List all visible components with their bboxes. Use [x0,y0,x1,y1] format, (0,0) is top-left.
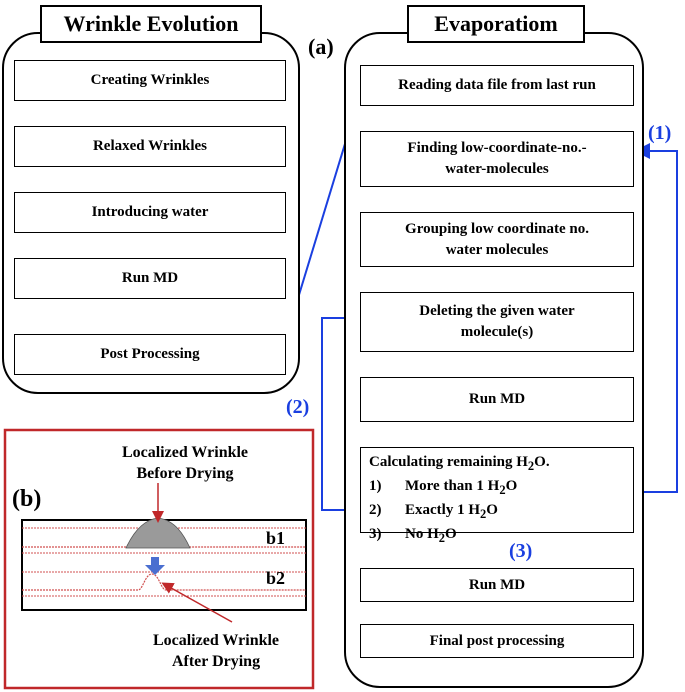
step-introducing-water: Introducing water [14,192,286,233]
step-finding-line2: water-molecules [445,161,549,177]
calc-option-2: 2)Exactly 1 H2O [369,502,498,521]
step-creating-wrinkles: Creating Wrinkles [14,60,286,101]
caption-before-drying: Localized Wrinkle Before Drying [121,444,249,482]
caption-after-drying: Localized Wrinkle After Drying [152,632,280,670]
loop-1-arrow [633,143,678,493]
step-finding-low-coordinate: Finding low-coordinate-no.- water-molecu… [360,131,634,187]
step-run-md: Run MD [14,258,286,299]
step-grouping: Grouping low coordinate no. water molecu… [360,212,634,267]
wrinkle-evolution-title: Wrinkle Evolution [40,5,262,43]
loop-label-2: (2) [286,396,310,418]
calc-title: Calculating remaining H2O. [369,454,550,473]
step-post-processing: Post Processing [14,334,286,375]
step-grouping-line2: water molecules [445,241,549,258]
label-b2: b2 [266,568,286,588]
label-a: (a) [308,34,334,59]
step-run-md-final: Run MD [360,568,634,602]
calc-option-3: 3)No H2O [369,526,457,545]
step-finding-line1: Finding low-coordinate-no.- [407,140,587,156]
evaporation-title: Evaporatiom [407,5,585,43]
panel-b-drawing [3,428,315,690]
loop-2-arrow [321,310,364,511]
label-b1: b1 [266,528,286,548]
step-relaxed-wrinkles: Relaxed Wrinkles [14,126,286,167]
step-final-post-processing: Final post processing [360,624,634,658]
label-b: (b) [12,486,42,512]
step-deleting-line1: Deleting the given water [419,303,575,319]
step-deleting-water: Deleting the given water molecule(s) [360,292,634,352]
loop-label-3: (3) [509,540,533,562]
step-run-md-evap: Run MD [360,377,634,422]
step-calculating-remaining: Calculating remaining H2O. 1)More than 1… [360,447,634,545]
calc-option-1: 1)More than 1 H2O [369,478,518,497]
step-deleting-line2: molecule(s) [460,324,534,340]
step-reading-data: Reading data file from last run [360,65,634,106]
step-grouping-line1: Grouping low coordinate no. [405,220,589,237]
loop-label-1: (1) [648,122,672,144]
